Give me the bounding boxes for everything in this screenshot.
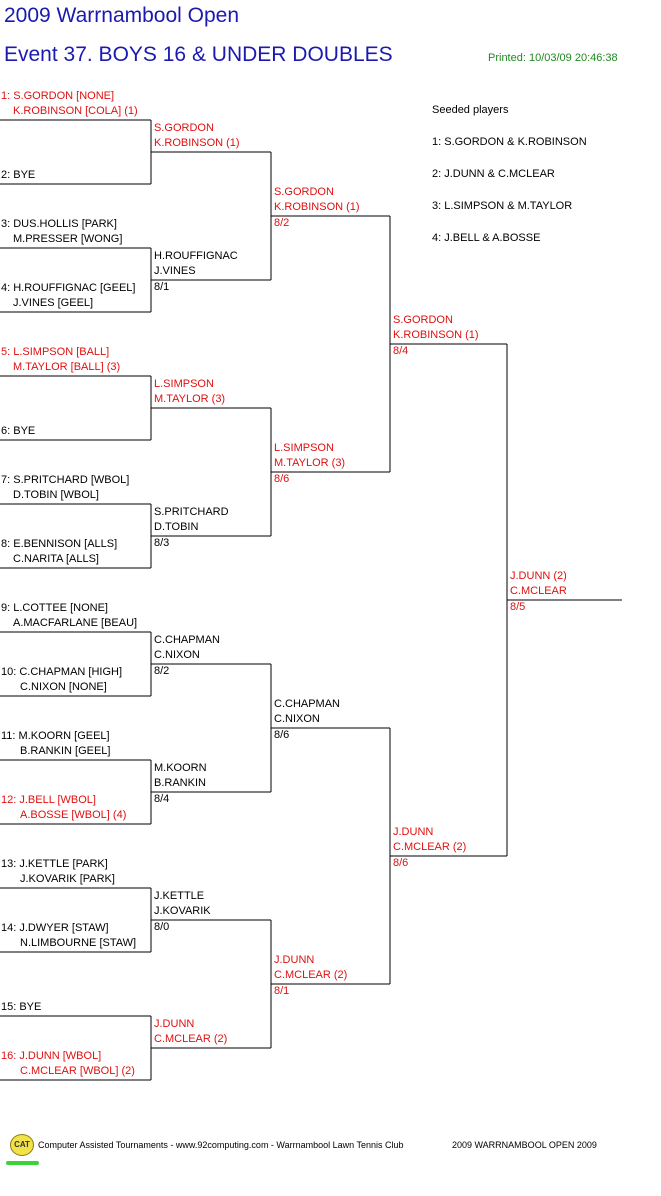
entry-name-9-a: 9: L.COTTEE [NONE] <box>1 602 108 614</box>
seeded-players-heading: Seeded players <box>432 104 509 116</box>
entry-name-3-a: 3: DUS.HOLLIS [PARK] <box>1 218 117 230</box>
entry-name-11-a: 11: M.KOORN [GEEL] <box>1 730 110 742</box>
entry-name-10-b: C.NIXON [NONE] <box>20 681 107 693</box>
final-name-a: J.DUNN (2) <box>510 570 567 582</box>
event-title: Event 37. BOYS 16 & UNDER DOUBLES <box>4 43 393 66</box>
entry-name-16-b: C.MCLEAR [WBOL] (2) <box>20 1065 135 1077</box>
entry-name-1-a: 1: S.GORDON [NONE] <box>1 90 114 102</box>
entry-name-5-b: M.TAYLOR [BALL] (3) <box>13 361 120 373</box>
round2-name-1-b: K.ROBINSON (1) <box>154 137 240 149</box>
seeded-player-3: 3: L.SIMPSON & M.TAYLOR <box>432 200 573 212</box>
round4-name-2-a: J.DUNN <box>393 826 433 838</box>
entry-name-12-a: 12: J.BELL [WBOL] <box>1 794 96 806</box>
entry-name-13-b: J.KOVARIK [PARK] <box>20 873 115 885</box>
entry-name-12-b: A.BOSSE [WBOL] (4) <box>20 809 126 821</box>
round3-score-1: 8/2 <box>274 217 289 229</box>
round4-score-1: 8/4 <box>393 345 408 357</box>
entry-name-3-b: M.PRESSER [WONG] <box>13 233 122 245</box>
seeded-player-2: 2: J.DUNN & C.MCLEAR <box>432 168 555 180</box>
round4-name-1-a: S.GORDON <box>393 314 453 326</box>
entry-name-14-a: 14: J.DWYER [STAW] <box>1 922 109 934</box>
round2-score-7: 8/0 <box>154 921 169 933</box>
round2-score-6: 8/4 <box>154 793 169 805</box>
round2-score-2: 8/1 <box>154 281 169 293</box>
round2-name-1-a: S.GORDON <box>154 122 214 134</box>
logo-underline <box>6 1161 39 1165</box>
round2-name-5-b: C.NIXON <box>154 649 200 661</box>
entry-name-14-b: N.LIMBOURNE [STAW] <box>20 937 136 949</box>
round4-name-2-b: C.MCLEAR (2) <box>393 841 466 853</box>
entry-name-7-a: 7: S.PRITCHARD [WBOL] <box>1 474 129 486</box>
entry-name-7-b: D.TOBIN [WBOL] <box>13 489 99 501</box>
round3-name-1-a: S.GORDON <box>274 186 334 198</box>
round3-name-3-a: C.CHAPMAN <box>274 698 340 710</box>
round3-name-1-b: K.ROBINSON (1) <box>274 201 360 213</box>
seeded-player-1: 1: S.GORDON & K.ROBINSON <box>432 136 587 148</box>
round2-name-7-a: J.KETTLE <box>154 890 204 902</box>
entry-name-10-a: 10: C.CHAPMAN [HIGH] <box>1 666 122 678</box>
printed-timestamp: Printed: 10/03/09 20:46:38 <box>488 52 618 64</box>
round2-name-4-b: D.TOBIN <box>154 521 198 533</box>
round2-name-3-a: L.SIMPSON <box>154 378 214 390</box>
round2-name-7-b: J.KOVARIK <box>154 905 211 917</box>
round2-name-2-b: J.VINES <box>154 265 196 277</box>
entry-name-5-a: 5: L.SIMPSON [BALL] <box>1 346 109 358</box>
round3-score-4: 8/1 <box>274 985 289 997</box>
round4-score-2: 8/6 <box>393 857 408 869</box>
entry-name-8-a: 8: E.BENNISON [ALLS] <box>1 538 117 550</box>
entry-name-1-b: K.ROBINSON [COLA] (1) <box>13 105 138 117</box>
draw-bracket: 1: S.GORDON [NONE] K.ROBINSON [COLA] (1) 2… <box>0 90 622 1081</box>
round2-name-6-a: M.KOORN <box>154 762 207 774</box>
round3-name-3-b: C.NIXON <box>274 713 320 725</box>
footer-tournament: 2009 WARRNAMBOOL OPEN 2009 <box>452 1140 597 1150</box>
round4-name-1-b: K.ROBINSON (1) <box>393 329 479 341</box>
footer-credit: Computer Assisted Tournaments - www.92co… <box>38 1140 404 1150</box>
cat-logo: CAT <box>10 1134 34 1156</box>
seeded-player-4: 4: J.BELL & A.BOSSE <box>432 232 541 244</box>
entry-name-16-a: 16: J.DUNN [WBOL] <box>1 1050 101 1062</box>
entry-name-2: 2: BYE <box>1 169 35 181</box>
round3-score-2: 8/6 <box>274 473 289 485</box>
entry-name-13-a: 13: J.KETTLE [PARK] <box>1 858 108 870</box>
entry-name-15: 15: BYE <box>1 1001 41 1013</box>
round2-name-4-a: S.PRITCHARD <box>154 506 229 518</box>
round2-name-3-b: M.TAYLOR (3) <box>154 393 225 405</box>
round3-name-4-b: C.MCLEAR (2) <box>274 969 347 981</box>
entry-name-4-a: 4: H.ROUFFIGNAC [GEEL] <box>1 282 135 294</box>
entry-name-4-b: J.VINES [GEEL] <box>13 297 93 309</box>
round2-name-5-a: C.CHAPMAN <box>154 634 220 646</box>
round2-name-8-a: J.DUNN <box>154 1018 194 1030</box>
entry-name-9-b: A.MACFARLANE [BEAU] <box>13 617 137 629</box>
final-name-b: C.MCLEAR <box>510 585 567 597</box>
round3-score-3: 8/6 <box>274 729 289 741</box>
round2-name-6-b: B.RANKIN <box>154 777 206 789</box>
entry-name-8-b: C.NARITA [ALLS] <box>13 553 99 565</box>
entry-name-11-b: B.RANKIN [GEEL] <box>20 745 110 757</box>
entry-name-6: 6: BYE <box>1 425 35 437</box>
round3-name-2-a: L.SIMPSON <box>274 442 334 454</box>
round2-score-4: 8/3 <box>154 537 169 549</box>
final-score: 8/5 <box>510 601 525 613</box>
round2-name-2-a: H.ROUFFIGNAC <box>154 250 238 262</box>
round3-name-4-a: J.DUNN <box>274 954 314 966</box>
round3-name-2-b: M.TAYLOR (3) <box>274 457 345 469</box>
round2-score-5: 8/2 <box>154 665 169 677</box>
round2-name-8-b: C.MCLEAR (2) <box>154 1033 227 1045</box>
page-title: 2009 Warrnambool Open <box>4 4 240 27</box>
